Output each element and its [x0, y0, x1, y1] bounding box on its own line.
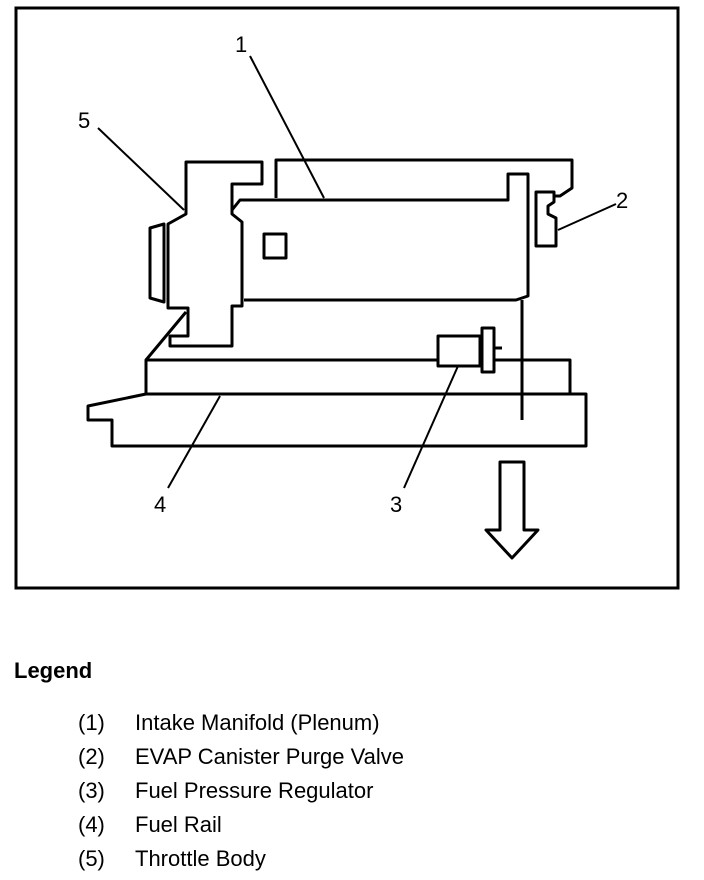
legend-list: (1) Intake Manifold (Plenum) (2) EVAP Cani… — [78, 706, 404, 876]
flow-arrow-icon — [484, 460, 540, 560]
diagram-frame — [14, 6, 680, 590]
throttle-body-flange — [148, 222, 166, 304]
fuel-rail — [144, 358, 572, 396]
callout-1: 1 — [235, 32, 247, 57]
leader-line-4 — [167, 395, 221, 489]
leader-line-1 — [249, 55, 325, 199]
callout-3: 3 — [390, 492, 402, 517]
legend-item: (5) Throttle Body — [78, 842, 404, 876]
leader-line-2 — [557, 203, 617, 231]
legend-item-number: (5) — [78, 846, 105, 871]
base-plate — [86, 392, 588, 448]
legend-title: Legend — [14, 658, 93, 683]
leader-line-3 — [403, 365, 459, 489]
engine-diagram: 1 2 3 4 5 — [14, 6, 680, 590]
legend-item-number: (1) — [78, 710, 105, 735]
legend-item-label: Intake Manifold (Plenum) — [135, 710, 380, 735]
legend-item: (4) Fuel Rail — [78, 808, 404, 842]
callout-5: 5 — [78, 108, 90, 133]
legend-item: (1) Intake Manifold (Plenum) — [78, 706, 404, 740]
legend-item: (3) Fuel Pressure Regulator — [78, 774, 404, 808]
throttle-body-lower — [144, 311, 188, 361]
pressure-regulator-cap — [480, 326, 496, 374]
pressure-regulator-body — [436, 334, 482, 368]
legend-item-label: Fuel Pressure Regulator — [135, 778, 374, 803]
rear-housing — [274, 158, 574, 420]
legend-item-number: (3) — [78, 778, 105, 803]
leader-line-5 — [97, 127, 185, 211]
callout-2: 2 — [616, 188, 628, 213]
throttle-body-housing — [166, 160, 264, 348]
legend-item-number: (4) — [78, 812, 105, 837]
legend-item-number: (2) — [78, 744, 105, 769]
callout-4: 4 — [154, 492, 166, 517]
purge-valve — [534, 190, 558, 248]
legend-item: (2) EVAP Canister Purge Valve — [78, 740, 404, 774]
legend-item-label: Fuel Rail — [135, 812, 222, 837]
plenum-port — [262, 232, 288, 260]
legend-item-label: EVAP Canister Purge Valve — [135, 744, 405, 769]
plenum-body — [230, 172, 530, 302]
legend-item-label: Throttle Body — [135, 846, 266, 871]
